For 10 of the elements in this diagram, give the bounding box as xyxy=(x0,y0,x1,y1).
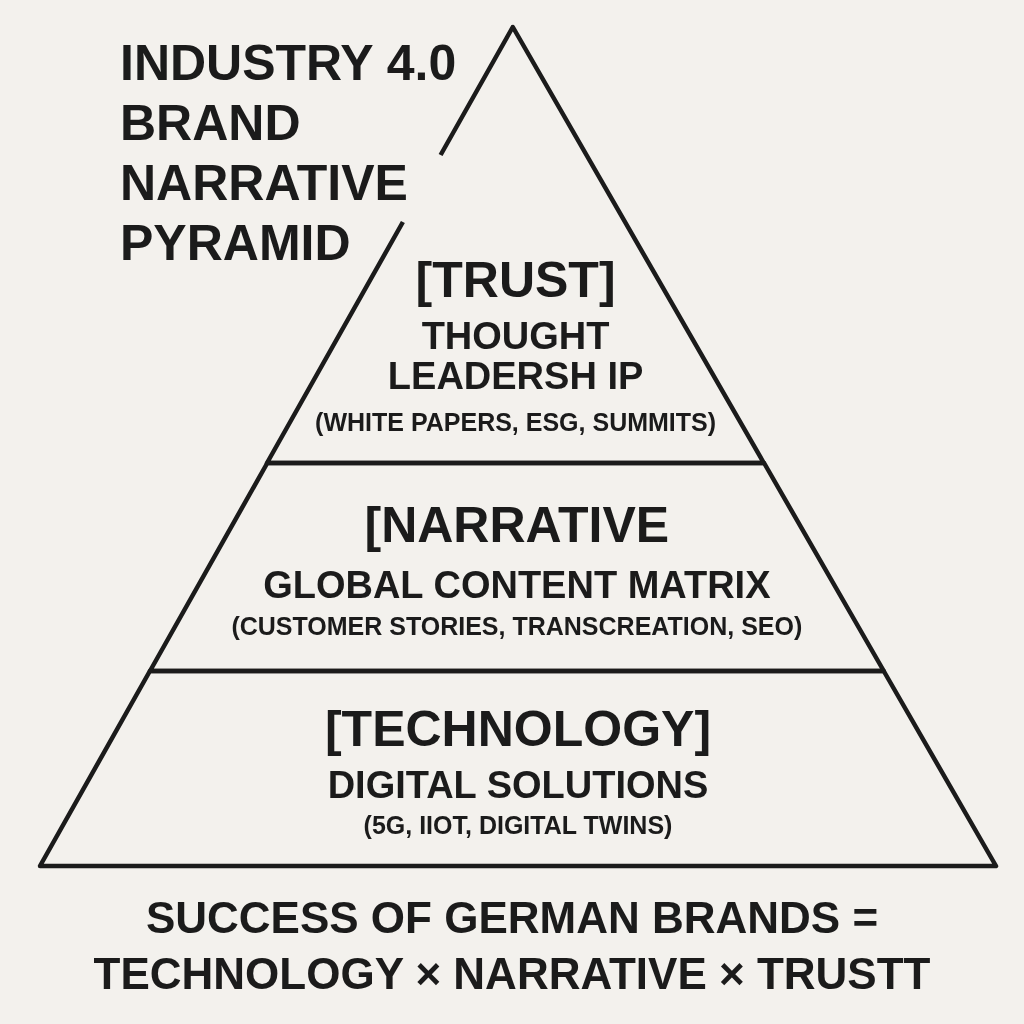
tier-heading: [TECHNOLOGY] xyxy=(324,704,712,754)
tier-subtitle: GLOBAL CONTENT MATRIX xyxy=(263,565,771,605)
tier-examples: (WHITE PAPERS, ESG, SUMMITS) xyxy=(315,410,717,435)
tier-subtitle: THOUGHT LEADERSH IP xyxy=(386,316,645,396)
caption: SUCCESS OF GERMAN BRANDS = TECHNOLOGY × NARRATIVE × TRUSTT xyxy=(92,892,932,1000)
pyramid-base-tier xyxy=(36,667,1000,870)
tier-examples: (CUSTOMER STORIES, TRANSCREATION, SEO) xyxy=(231,614,803,639)
tier-subtitle: DIGITAL SOLUTIONS xyxy=(327,765,709,805)
tier-heading: [NARRATIVE xyxy=(364,500,670,550)
tier-examples: (5G, IIOT, DIGITAL TWINS) xyxy=(363,813,673,838)
